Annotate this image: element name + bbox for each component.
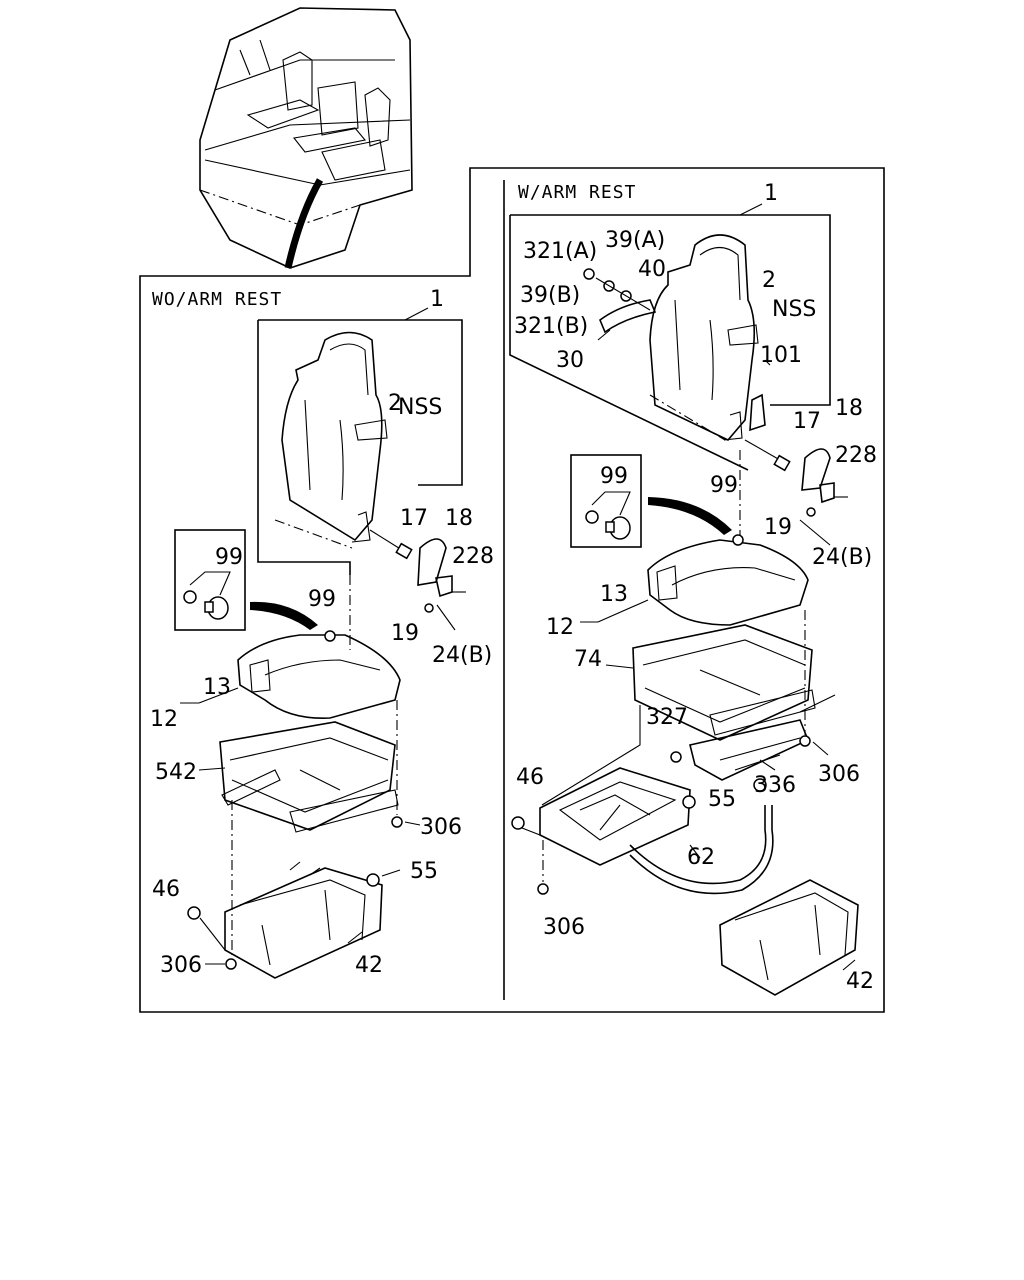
left-label-542: 542 xyxy=(155,760,197,785)
right-label-228: 228 xyxy=(835,443,877,468)
right-label-2: 2 xyxy=(762,268,776,293)
left-label-99: 99 xyxy=(308,587,336,612)
left-label-2: 2 xyxy=(388,391,402,416)
right-armrest-fasteners xyxy=(583,268,651,311)
panel-border xyxy=(139,167,885,1013)
left-seat-back-frame xyxy=(257,307,463,575)
right-recliner-parts xyxy=(744,439,848,517)
left-seat-frame xyxy=(219,721,399,833)
right-label-55: 55 xyxy=(708,787,736,812)
right-label-18: 18 xyxy=(835,396,863,421)
left-label-nss-visible: NSS xyxy=(398,395,442,420)
left-label-13: 13 xyxy=(203,675,231,700)
right-label-99: 99 xyxy=(710,473,738,498)
left-label-19: 19 xyxy=(391,621,419,646)
right-suspension-unit xyxy=(539,767,691,866)
right-label-19: 19 xyxy=(764,515,792,540)
right-label-17: 17 xyxy=(793,409,821,434)
left-label-46: 46 xyxy=(152,877,180,902)
right-seat-cushion xyxy=(647,534,809,626)
right-label-1: 1 xyxy=(764,181,778,206)
right-leader-lines xyxy=(521,329,856,971)
left-label-18: 18 xyxy=(445,506,473,531)
right-label-24b: 24(B) xyxy=(812,545,872,570)
right-clip-box xyxy=(570,454,642,548)
cab-overview-illustration xyxy=(199,7,413,269)
right-label-321b: 321(B) xyxy=(514,314,588,339)
left-label-42: 42 xyxy=(355,953,383,978)
right-label-30: 30 xyxy=(556,348,584,373)
right-label-336: 336 xyxy=(754,773,796,798)
right-label-101: 101 xyxy=(760,343,802,368)
left-seat-back xyxy=(274,331,388,549)
right-label-42: 42 xyxy=(846,969,874,994)
right-label-74: 74 xyxy=(574,647,602,672)
left-label-306-b: 306 xyxy=(160,953,202,978)
right-clip-arrow xyxy=(648,497,732,535)
left-fasteners xyxy=(187,816,403,970)
right-label-12: 12 xyxy=(546,615,574,640)
left-label-228: 228 xyxy=(452,544,494,569)
left-seat-cushion xyxy=(237,630,401,719)
left-label-55: 55 xyxy=(410,859,438,884)
right-label-327: 327 xyxy=(646,705,688,730)
left-label-306-a: 306 xyxy=(420,815,462,840)
right-seat-back-frame xyxy=(509,203,831,471)
left-recliner-parts xyxy=(369,529,466,613)
right-cable xyxy=(629,778,774,895)
right-seat-back xyxy=(599,234,766,441)
right-label-62: 62 xyxy=(687,845,715,870)
right-label-321a: 321(A) xyxy=(523,239,597,264)
right-label-39b: 39(B) xyxy=(520,283,580,308)
right-label-nss: NSS xyxy=(772,297,816,322)
right-label-46: 46 xyxy=(516,765,544,790)
left-clip-box xyxy=(174,529,246,631)
left-label-1: 1 xyxy=(430,287,444,312)
left-label-99-box: 99 xyxy=(215,545,243,570)
right-label-40: 40 xyxy=(638,257,666,282)
right-label-306-b: 306 xyxy=(543,915,585,940)
left-leader-lines xyxy=(180,575,456,965)
right-label-13: 13 xyxy=(600,582,628,607)
left-label-24b: 24(B) xyxy=(432,643,492,668)
right-seat-frame xyxy=(632,624,836,741)
right-panel-title: W/ARM REST xyxy=(518,182,636,203)
left-clip-arrow xyxy=(250,601,318,630)
left-panel-title: WO/ARM REST xyxy=(152,289,282,310)
right-seat-base xyxy=(719,879,859,996)
right-seat-slide-rail xyxy=(689,719,810,781)
left-label-17: 17 xyxy=(400,506,428,531)
right-label-99-box: 99 xyxy=(600,464,628,489)
right-fasteners xyxy=(511,735,811,895)
left-label-12: 12 xyxy=(150,707,178,732)
right-label-39a: 39(A) xyxy=(605,228,665,253)
right-label-306-a: 306 xyxy=(818,762,860,787)
